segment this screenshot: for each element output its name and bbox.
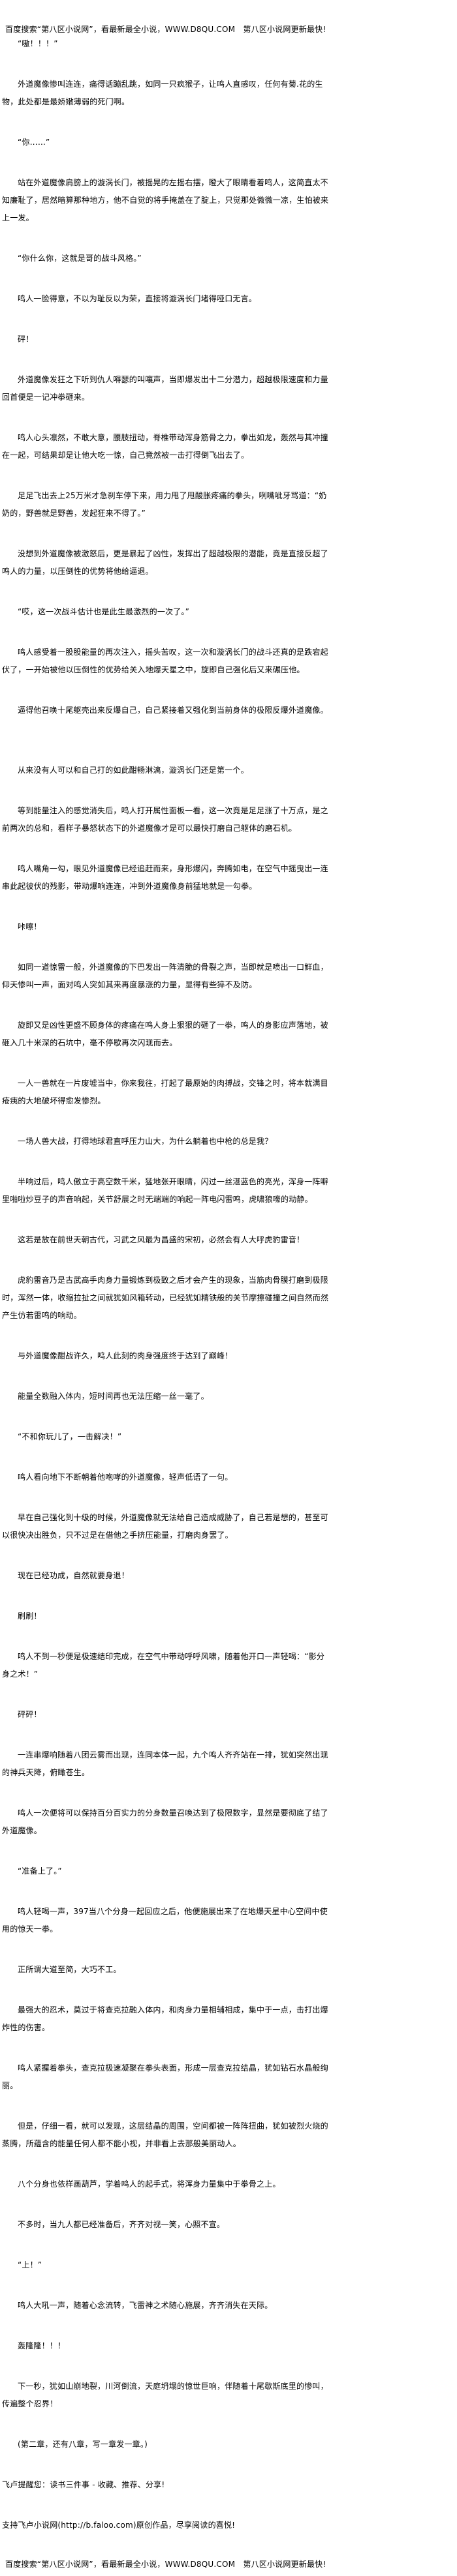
paragraph: “上！” — [18, 2260, 42, 2269]
paragraph: 砰！ — [18, 335, 34, 344]
paragraph: 八个分身也依样画葫芦，学着鸣人的起手式，将浑身力量集中于拳骨之上。 — [18, 2179, 281, 2189]
chapter-text: 百度搜索“第八区小说网”，看最新最全小说，WWW.D8QU.COM 第八区小说网… — [2, 23, 332, 2570]
paragraph: “嗷！！！” — [18, 39, 58, 48]
paragraph: “你什么你，这就是哥的战斗风格。” — [18, 254, 142, 263]
paragraph: 砰砰！ — [18, 1710, 42, 1719]
paragraph: 站在外道魔像肩膀上的漩涡长门，被摇晃的左摇右摆，瞪大了眼睛看着鸣人，这简直太不知… — [2, 178, 329, 222]
paragraph: “准备上了。” — [18, 1866, 62, 1876]
paragraph: 鸣人轻喝一声，397当八个分身一起回应之后，他便施展出来了在地爆天星中心空间中使… — [2, 1907, 328, 1934]
paragraph: 虎豹雷音乃是古武高手肉身力量锻炼到极致之后才会产生的现象，当筋肉骨膜打磨到极限时… — [2, 1276, 329, 1320]
chapter-paragraphs: “嗷！！！” 外道魔像惨叫连连，痛得话蹦乱跳，如同一只疯猴子，让鸣人直感叹，任何有… — [2, 35, 332, 2453]
paragraph: 外道魔像发狂之下听到仇人嘚瑟的叫嚷声，当即爆发出十二分潜力，超越极限速度和力量回… — [2, 375, 328, 402]
paragraph: 外道魔像惨叫连连，痛得话蹦乱跳，如同一只疯猴子，让鸣人直感叹，任何有菊.花的生物… — [2, 80, 323, 106]
paragraph: 鸣人嘴角一勾，眼见外道魔像已经追赶而来，身形爆闪，奔腾如电，在空气中摇曳出一连串… — [2, 864, 328, 891]
paragraph: 鸣人心头凛然，不敢大意，腰肢扭动，脊椎带动浑身筋骨之力，拳出如龙，轰然与其冲撞在… — [2, 433, 328, 460]
paragraph: 鸣人不到一秒便是极速结印完成，在空气中带动呼呼风啸，随着他开口一声轻喝：“影分身… — [2, 1652, 325, 1679]
paragraph: 鸣人大吼一声，随着心念流转，飞雷神之术随心施展，齐齐消失在天际。 — [18, 2301, 273, 2310]
paragraph: 与外道魔像酣战许久，鸣人此刻的肉身强度终于达到了巅峰！ — [18, 1351, 233, 1360]
paragraph: 等到能量注入的感觉消失后，鸣人打开属性面板一看，这一次竟是足足涨了十万点，是之前… — [2, 806, 328, 833]
paragraph: 鸣人一脸得意，不以为耻反以为荣，直接将漩涡长门堵得哑口无言。 — [18, 294, 257, 303]
paragraph: 从来没有人可以和自己打的如此酣畅淋漓，漩涡长门还是第一个。 — [18, 766, 249, 775]
paragraph: (第二章，还有八章，写一章发一章。) — [18, 2440, 148, 2449]
paragraph: 没想到外道魔像被激怒后，更是暴起了凶性，发挥出了超越极限的潜能，竟是直接反超了鸣… — [2, 549, 328, 576]
paragraph: 正所谓大道至简，大巧不工。 — [18, 1965, 121, 1974]
paragraph: 早在自己强化到十级的时候，外道魔像就无法给自己造成威胁了，自己若是想的，甚至可以… — [2, 1513, 328, 1540]
paragraph: 现在已经功成，自然就要身退！ — [18, 1571, 129, 1580]
paragraph: 鸣人看向地下不断朝着他咆哮的外道魔像，轻声低语了一句。 — [18, 1473, 233, 1482]
paragraph: 鸣人感受着一股股能量的再次注入，摇头苦叹，这一次和漩涡长门的战斗还真的是跌宕起伏… — [2, 648, 328, 674]
paragraph: 逼得他召唤十尾躯壳出来反爆自己，自己紧接着又强化到当前身体的极限反爆外道魔像。 — [18, 706, 328, 715]
site-banner-bottom: 百度搜索“第八区小说网”，看最新最全小说，WWW.D8QU.COM 第八区小说网… — [5, 2560, 326, 2569]
paragraph: 一场人兽大战，打得地球君直呼压力山大，为什么躺着也中枪的总是我？ — [18, 1137, 273, 1146]
paragraph: 足足飞出去上25万米才急刹车停下来，用力甩了甩酸胀疼痛的拳头，咧嘴呲牙骂道：“奶… — [2, 491, 327, 518]
paragraph: “不和你玩儿了，一击解决！” — [18, 1432, 122, 1441]
paragraph: 能量全数融入体内，短时间再也无法压缩一丝一毫了。 — [18, 1392, 209, 1401]
paragraph: 咔嚓！ — [18, 922, 42, 931]
paragraph: 但是，仔细一看，就可以发现，这层结晶的周围，空间都被一阵阵扭曲，犹如被烈火烧的蒸… — [2, 2121, 328, 2148]
paragraph: 最强大的忍术，莫过于将查克拉融入体内，和肉身力量相辅相成，集中于一点，击打出爆炸… — [2, 2005, 328, 2032]
paragraph: “你……” — [18, 138, 50, 147]
paragraph: 一人一兽就在一片废墟当中，你来我往，打起了最原始的肉搏战，交锋之时，将本就满目疮… — [2, 1079, 328, 1105]
paragraph: 不多时，当九人都已经准备后，齐齐对视一笑，心照不宣。 — [18, 2220, 225, 2229]
site-banner-top: 百度搜索“第八区小说网”，看最新最全小说，WWW.D8QU.COM 第八区小说网… — [5, 25, 326, 34]
paragraph: 这若是放在前世天朝古代，习武之风最为昌盛的宋初，必然会有人大呼虎豹雷音！ — [18, 1235, 305, 1244]
paragraph: 旋即又是凶性更盛不顾身体的疼痛在鸣人身上狠狠的砸了一拳，鸣人的身影应声落地，被砸… — [2, 1021, 328, 1047]
faloo-support-line: 支持飞卢小说网(http://b.faloo.com)原创作品，尽享阅读的喜悦! — [2, 2521, 236, 2530]
paragraph: 一连串爆响随着八团云雾而出现，连同本体一起，九个鸣人齐齐站在一排，犹如突然出现的… — [2, 1750, 328, 1777]
paragraph: 如同一道惊雷一般，外道魔像的下巴发出一阵清脆的骨裂之声，当即就是喷出一口鲜血，仰… — [2, 963, 328, 989]
faloo-reminder: 飞卢提醒您：读书三件事 - 收藏、推荐、分享! — [2, 2480, 165, 2489]
paragraph: “哎，这一次战斗估计也是此生最激烈的一次了。” — [18, 607, 190, 616]
paragraph: 轰隆隆！！！ — [18, 2341, 66, 2350]
paragraph: 刷刷！ — [18, 1611, 42, 1621]
paragraph: 半响过后，鸣人傲立于高空数千米，猛地张开眼睛，闪过一丝湛蓝色的亮光，浑身一阵噼里… — [2, 1177, 328, 1204]
paragraph: 鸣人紧握着拳头，查克拉极速凝聚在拳头表面，形成一层查克拉结晶，犹如钻石水晶般绚丽… — [2, 2063, 328, 2090]
paragraph: 鸣人一次便将可以保持百分百实力的分身数量召唤达到了极限数字，显然是要彻底了结了外… — [2, 1808, 328, 1835]
paragraph: 下一秒，犹如山崩地裂，川河倒流，天庭坍塌的惊世巨响，伴随着十尾歇斯底里的惨叫，传… — [2, 2382, 328, 2408]
